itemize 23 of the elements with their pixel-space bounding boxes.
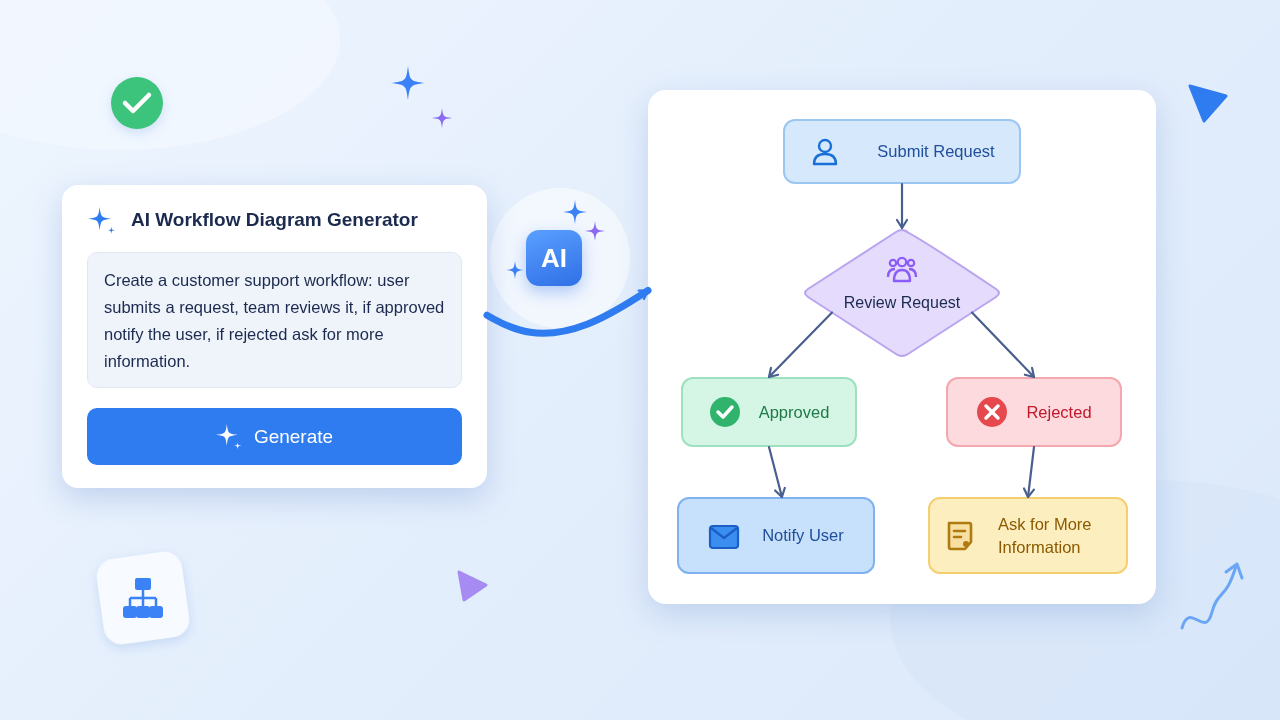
card-title: AI Workflow Diagram Generator [131,209,418,231]
node-label: Notify User [762,525,844,546]
process-box [946,377,1122,447]
arrow [483,286,652,337]
process-box [681,377,857,447]
arrow [1022,445,1036,499]
generator-card [62,185,487,488]
ai-badge: AI [526,230,582,286]
node-label: Review Request [842,294,962,312]
node-label: Approved [758,401,830,423]
arrow [767,445,786,499]
node-label: Rejected [1026,401,1092,423]
node-label: Ask for More Information [998,513,1093,558]
process-box [783,119,1021,184]
process-box [928,497,1128,574]
process-box [677,497,875,574]
generate-button: Generate [87,408,462,465]
prompt-field: Create a customer support workflow: user submits a request, team reviews it, if approved notify the user, if rejected ask for more information. [87,252,462,388]
arrow [767,311,834,379]
arrow [895,182,909,230]
arrow [970,311,1036,379]
diagram-panel [648,90,1156,604]
node-label: Submit Request [877,141,995,162]
